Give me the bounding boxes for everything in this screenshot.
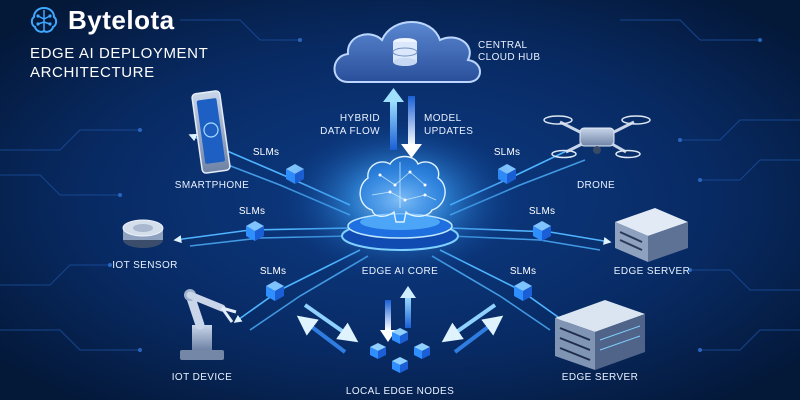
local-edge-nodes-cluster	[370, 328, 430, 373]
edge-server-1-label: EDGE SERVER	[613, 266, 691, 277]
smartphone-label: SMARTPHONE	[174, 180, 250, 191]
model-updates-label: MODEL UPDATES	[424, 112, 473, 138]
slm-cube-iot-device	[266, 281, 284, 301]
cloud-icon	[333, 21, 481, 83]
slm-label-iot-device: SLMs	[259, 266, 287, 277]
robot-arm-icon	[180, 289, 237, 360]
smartphone-icon	[191, 90, 231, 174]
edge-server-1-icon	[615, 208, 688, 262]
cloud-hub-line-2: CLOUD HUB	[478, 52, 541, 63]
drone-label: DRONE	[576, 180, 616, 191]
database-icon	[392, 38, 418, 66]
cloud-hub-line-1: CENTRAL	[478, 40, 528, 51]
circuit-traces	[0, 19, 800, 351]
drone-icon	[543, 115, 651, 159]
local-edge-nodes-label: LOCAL EDGE NODES	[345, 386, 455, 397]
iot-sensor-icon	[122, 219, 164, 248]
circuit-dots	[108, 38, 762, 352]
page-title: EDGE AI DEPLOYMENT ARCHITECTURE	[30, 44, 208, 82]
slm-cube-iot-sensor	[246, 221, 264, 241]
title-line-1: EDGE AI DEPLOYMENT	[30, 45, 209, 62]
slm-label-smartphone: SLMs	[252, 147, 280, 158]
edge-server-2-label: EDGE SERVER	[561, 372, 639, 383]
model-line-2: UPDATES	[424, 126, 474, 137]
model-line-1: MODEL	[424, 113, 462, 124]
edge-ai-core-label: EDGE AI CORE	[361, 266, 439, 277]
brand-logo: Bytelota	[28, 4, 175, 36]
brain-circuit-logo-icon	[30, 6, 58, 33]
hybrid-data-flow-label: HYBRID DATA FLOW	[320, 112, 380, 138]
slm-cube-edge-server-2	[514, 281, 532, 301]
brand-name: Bytelota	[68, 4, 175, 35]
hybrid-line-1: HYBRID	[339, 113, 380, 124]
slm-label-drone: SLMs	[493, 147, 521, 158]
edge-server-2-icon	[555, 300, 645, 370]
iot-sensor-label: IOT SENSOR	[112, 260, 178, 271]
cloud-hub-label: CENTRAL CLOUD HUB	[478, 40, 541, 64]
slm-label-edge-server-2: SLMs	[509, 266, 537, 277]
iot-device-label: IOT DEVICE	[171, 372, 233, 383]
edge-ai-core	[280, 120, 520, 280]
hybrid-line-2: DATA FLOW	[320, 126, 380, 137]
slm-label-edge-server-1: SLMs	[528, 206, 556, 217]
hybrid-flow-arrows	[383, 88, 422, 158]
brain-icon	[359, 155, 446, 223]
slm-cube-edge-server-1	[533, 221, 551, 241]
title-line-2: ARCHITECTURE	[30, 64, 155, 81]
slm-label-iot-sensor: SLMs	[238, 206, 266, 217]
